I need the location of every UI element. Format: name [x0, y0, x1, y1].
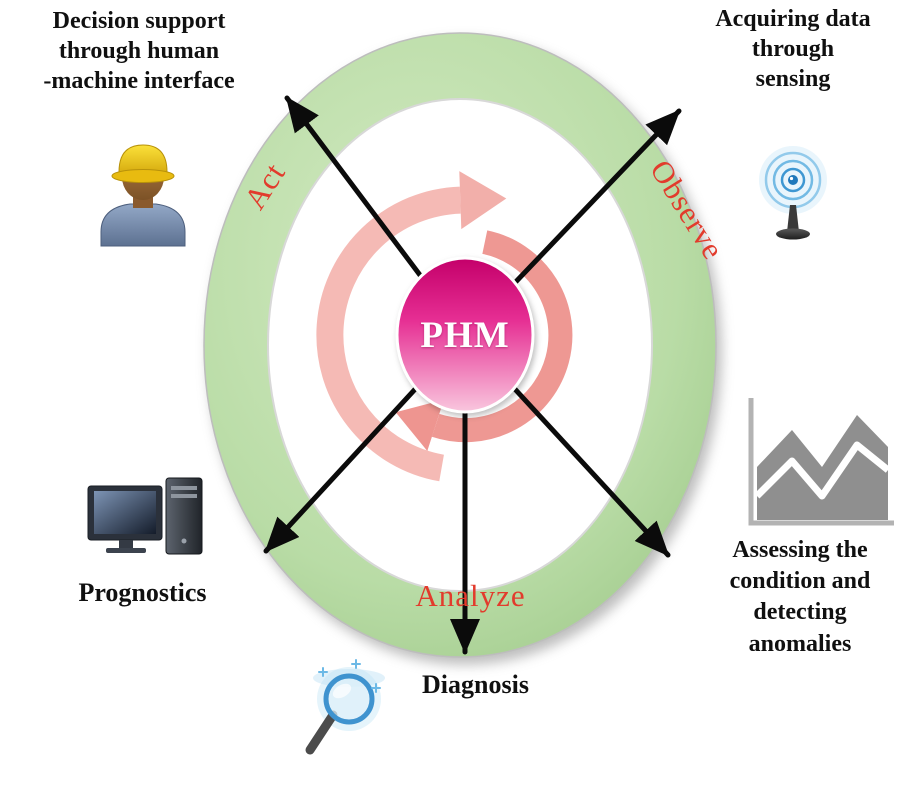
- phm-center-ellipse: [395, 256, 535, 414]
- annotation-decision-support: Decision support through human -machine …: [43, 8, 235, 95]
- worker-icon: [100, 144, 186, 247]
- ring-label-analyze: Analyze: [415, 578, 526, 613]
- sensing-antenna-icon: [759, 146, 827, 240]
- annotation-acquiring-data: Acquiring data through sensing: [715, 6, 871, 93]
- magnifier-icon: [305, 659, 385, 755]
- annotation-prognostics: Prognostics: [78, 578, 207, 607]
- annotation-diagnosis: Diagnosis: [422, 670, 529, 699]
- phm-center-label: PHM: [420, 315, 510, 356]
- trend-chart-icon: [748, 398, 894, 526]
- pink-cycle-arrows: [316, 171, 573, 482]
- annotation-assessing-condition: Assessing the condition and detecting an…: [729, 537, 871, 657]
- computer-icon: [87, 477, 203, 555]
